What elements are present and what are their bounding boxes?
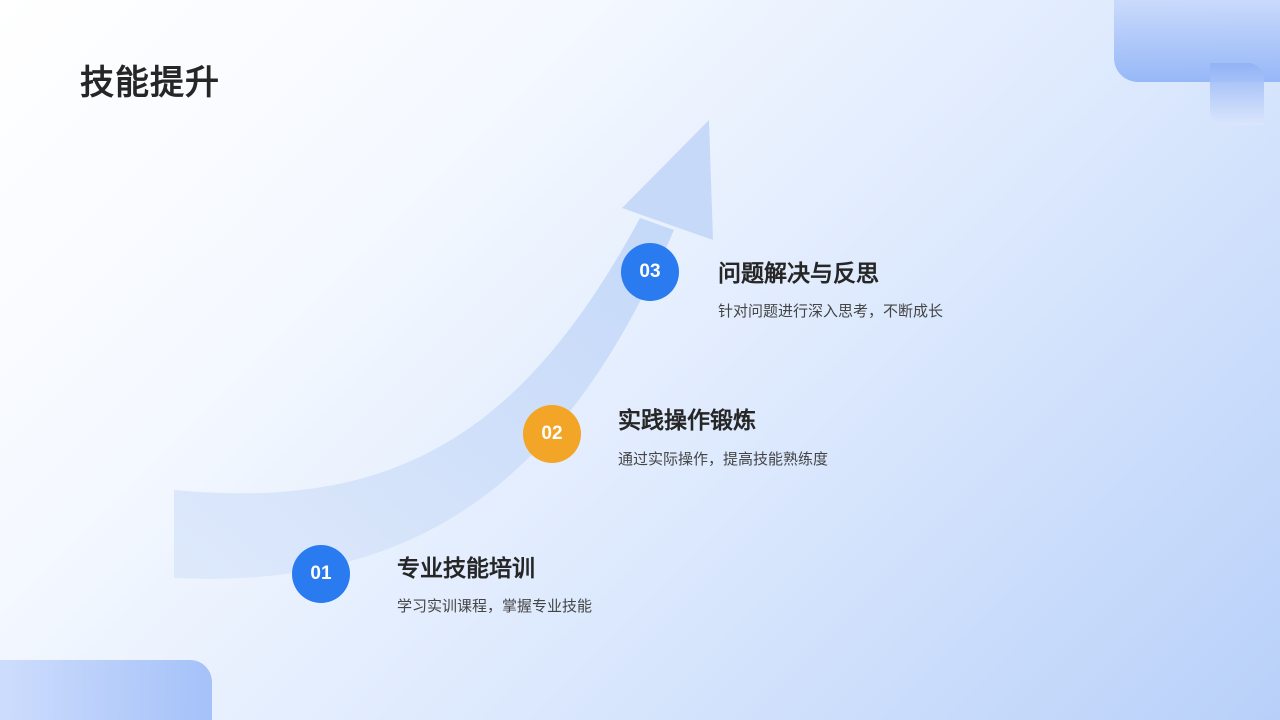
step-3-badge: 03 <box>621 243 679 301</box>
page-title: 技能提升 <box>80 63 220 103</box>
step-1-badge: 01 <box>292 545 350 603</box>
arrow-head-icon <box>622 120 713 240</box>
step-1-description: 学习实训课程，掌握专业技能 <box>397 597 593 615</box>
step-3-description: 针对问题进行深入思考，不断成长 <box>718 302 944 320</box>
step-2-description: 通过实际操作，提高技能熟练度 <box>618 450 829 468</box>
step-2-badge: 02 <box>523 405 581 463</box>
step-3-heading: 问题解决与反思 <box>718 261 879 287</box>
arrow-body-icon <box>174 218 674 579</box>
step-2-heading: 实践操作锻炼 <box>618 408 756 434</box>
step-1-heading: 专业技能培训 <box>397 556 535 582</box>
